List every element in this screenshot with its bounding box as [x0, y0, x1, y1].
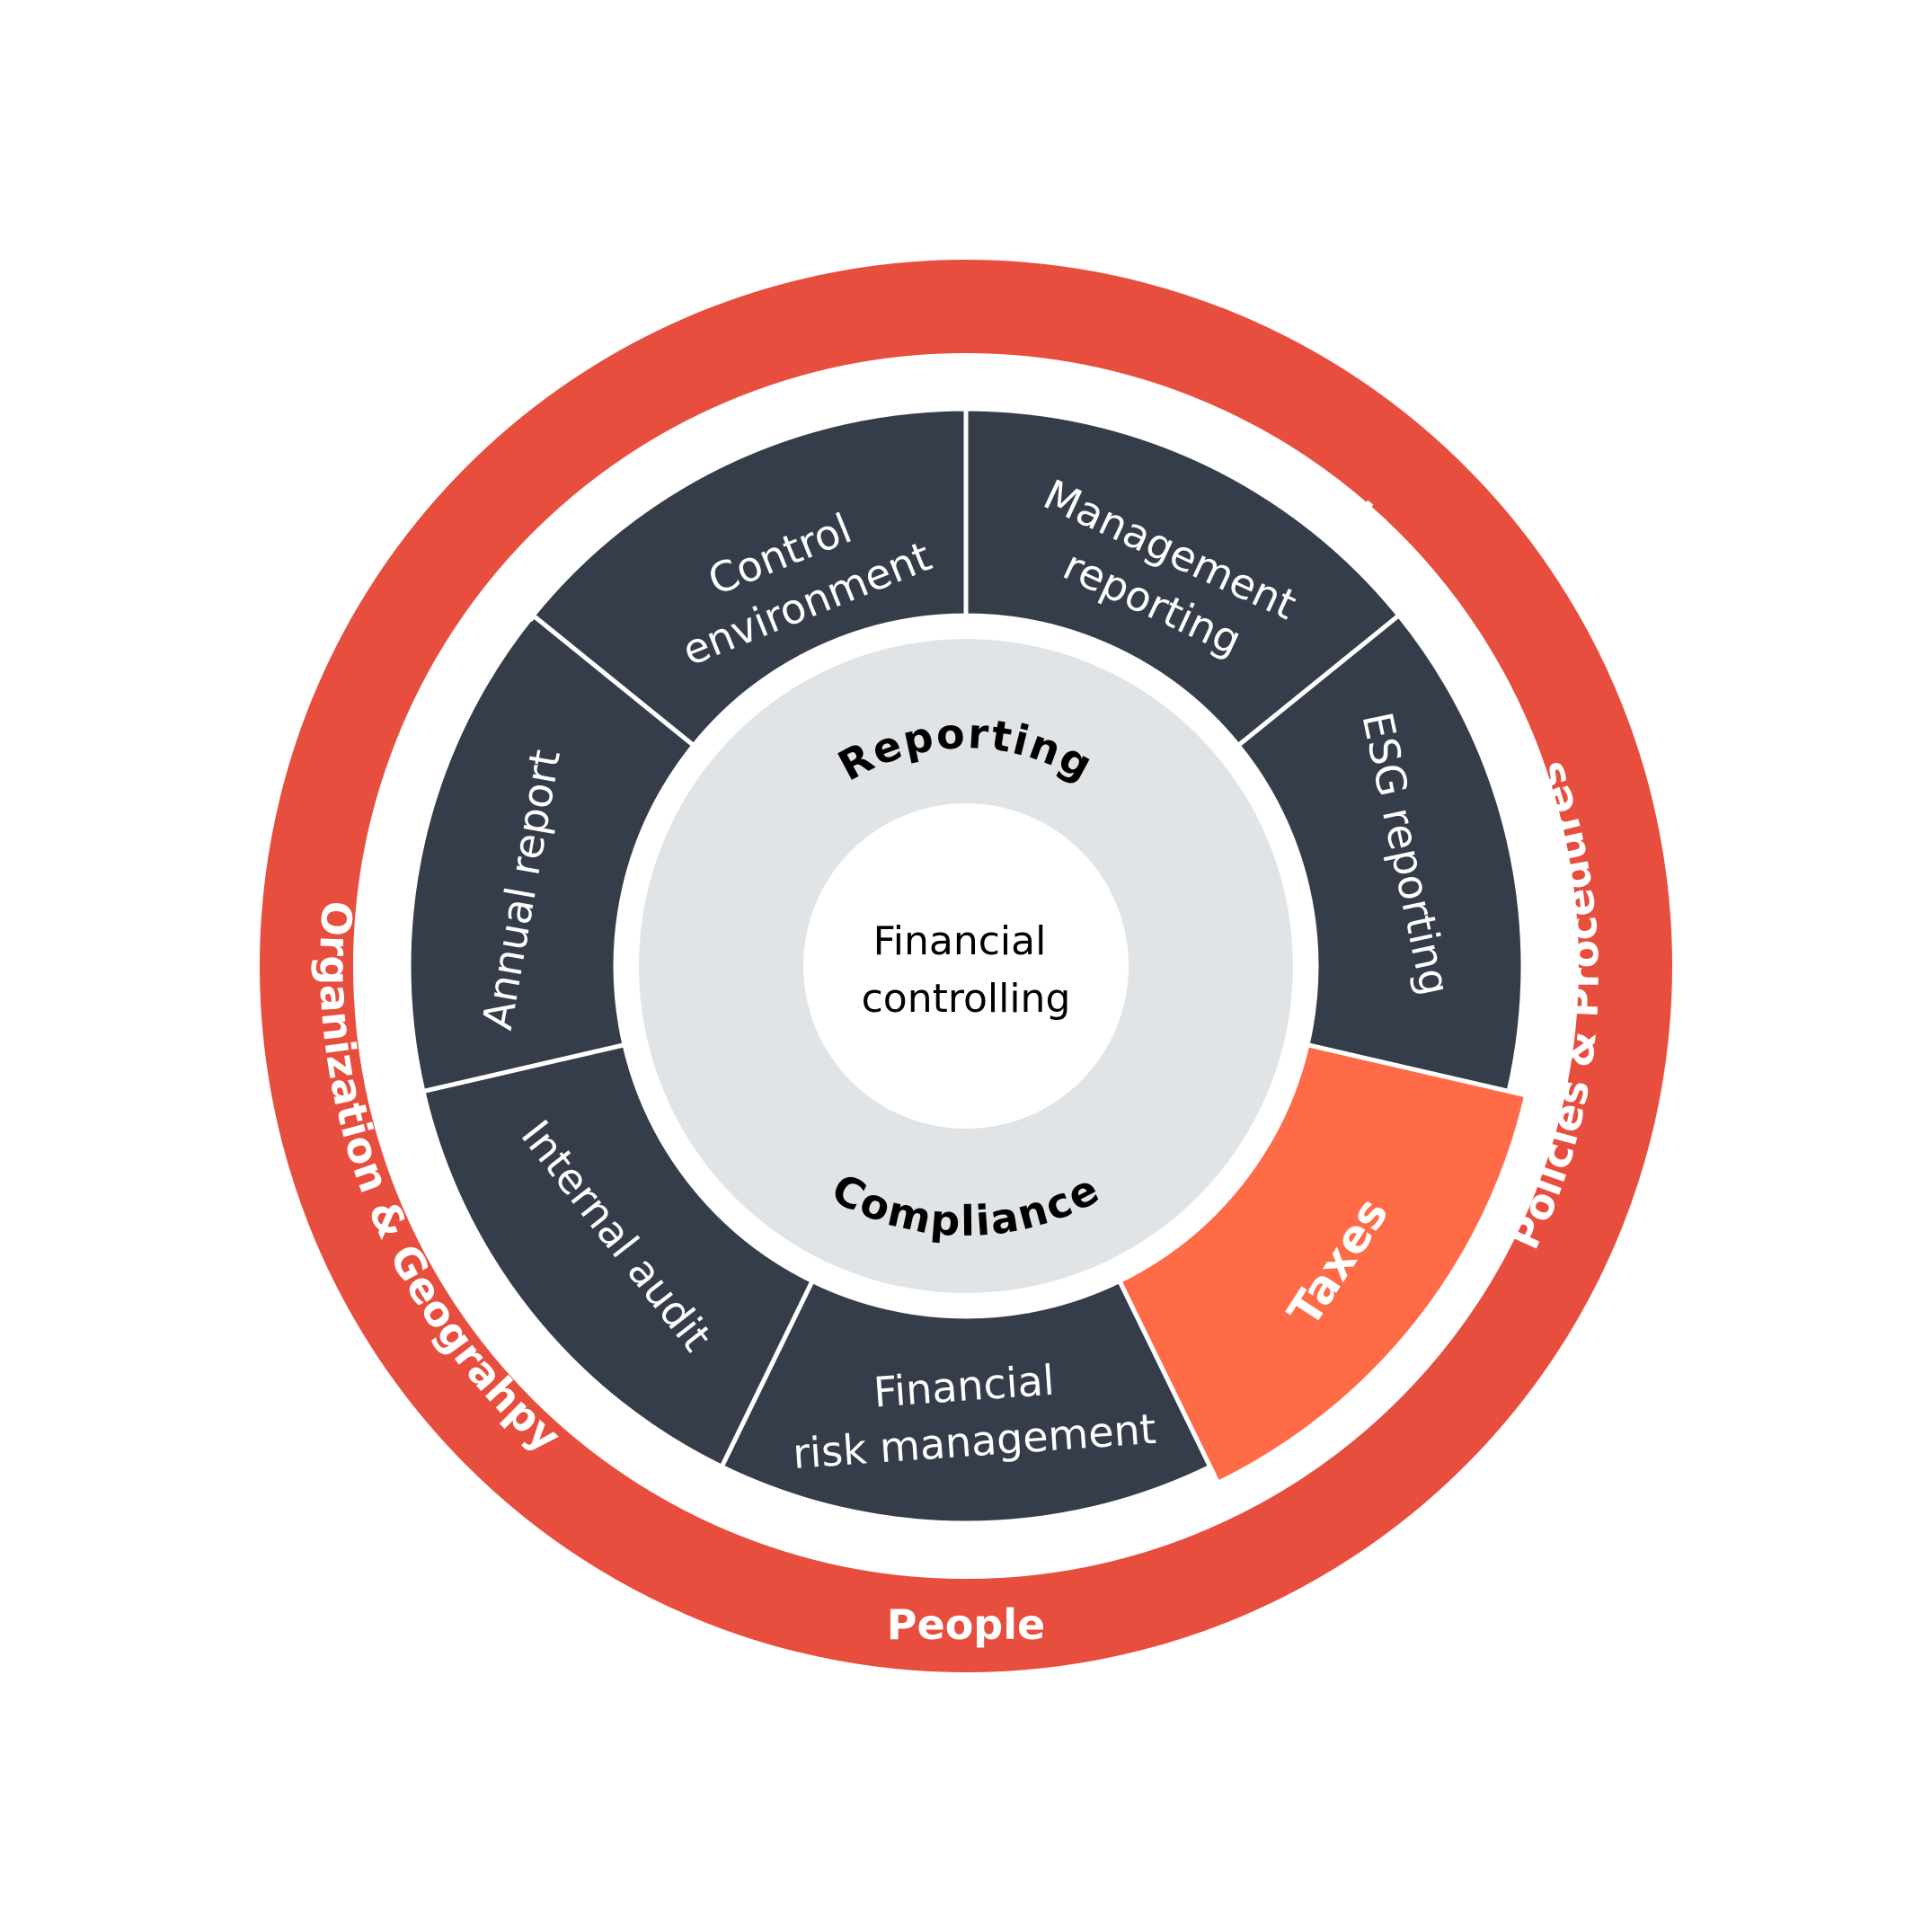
segment-annual-report	[406, 612, 697, 1095]
segment-management-reporting	[963, 406, 1403, 749]
ring-label-people: People	[887, 1600, 1045, 1649]
segment-control-environment	[529, 406, 969, 749]
center-circle	[803, 803, 1129, 1129]
outer-ring	[260, 260, 1672, 1672]
segment-esg-reporting	[1235, 612, 1526, 1095]
center-label: Financial controlling	[862, 918, 1071, 1022]
segment-financial-risk-management	[718, 1278, 1214, 1526]
segment-internal-audit	[420, 1041, 816, 1470]
segment-taxes	[1116, 1041, 1529, 1486]
segments-ring	[406, 406, 1529, 1526]
